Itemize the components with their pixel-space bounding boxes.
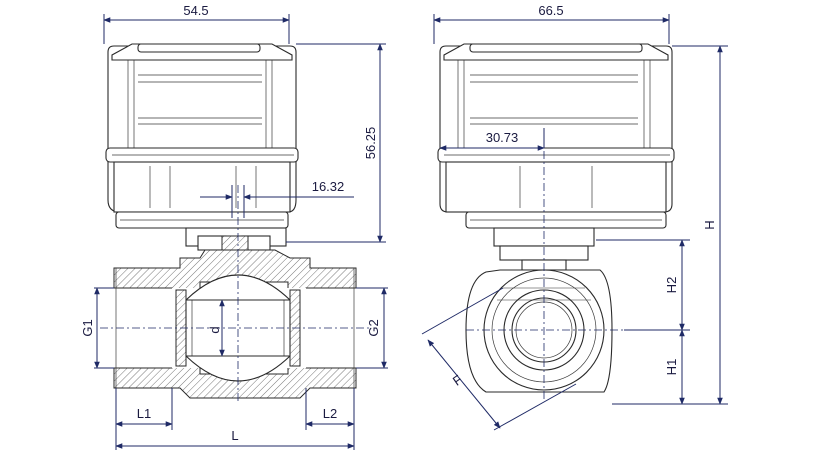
dim-label-66-5: 66.5	[538, 3, 563, 18]
dim-label-56-25: 56.25	[363, 127, 378, 160]
dim-label-h: H	[702, 220, 717, 229]
dim-label-g1: G1	[80, 319, 95, 336]
side-valve-body	[465, 269, 613, 393]
dim-label-30-73: 30.73	[486, 130, 519, 145]
dim-width-front: 54.5	[103, 3, 290, 44]
dim-label-l: L	[231, 428, 238, 443]
dim-bore: d	[207, 299, 225, 357]
dim-label-g2: G2	[366, 319, 381, 336]
dim-label-54-5: 54.5	[183, 3, 208, 18]
dim-thread-left: G1	[80, 287, 114, 369]
dim-label-f: F	[450, 372, 465, 389]
dim-label-h2: H2	[664, 277, 679, 294]
dim-thread-right: G2	[356, 287, 388, 369]
dim-width-side: 66.5	[433, 3, 670, 44]
dim-thread-length-left: L1	[115, 388, 173, 450]
dim-label-h1: H1	[664, 359, 679, 376]
dim-side-offset: 30.73	[439, 128, 545, 151]
dim-upper-height: H2	[596, 239, 690, 331]
dim-label-16-32: 16.32	[312, 179, 345, 194]
front-view: 54.5 56.25 16.32 G1 G	[80, 3, 388, 450]
dim-thread-length-right: L2	[305, 388, 355, 450]
side-view: 66.5 30.73 H H2 H1	[421, 3, 728, 431]
front-actuator	[105, 43, 299, 229]
dim-height-actuator: 56.25	[286, 43, 386, 243]
dim-overall-height: H	[612, 45, 728, 405]
dim-label-l1: L1	[137, 406, 151, 421]
dim-lower-height: H1	[664, 329, 685, 405]
front-valve-body	[113, 249, 357, 399]
dim-stem-offset: 16.32	[200, 179, 354, 218]
dim-length-total: L	[115, 428, 355, 449]
side-actuator	[437, 43, 675, 229]
dim-label-l2: L2	[323, 406, 337, 421]
dim-label-d: d	[207, 326, 222, 333]
